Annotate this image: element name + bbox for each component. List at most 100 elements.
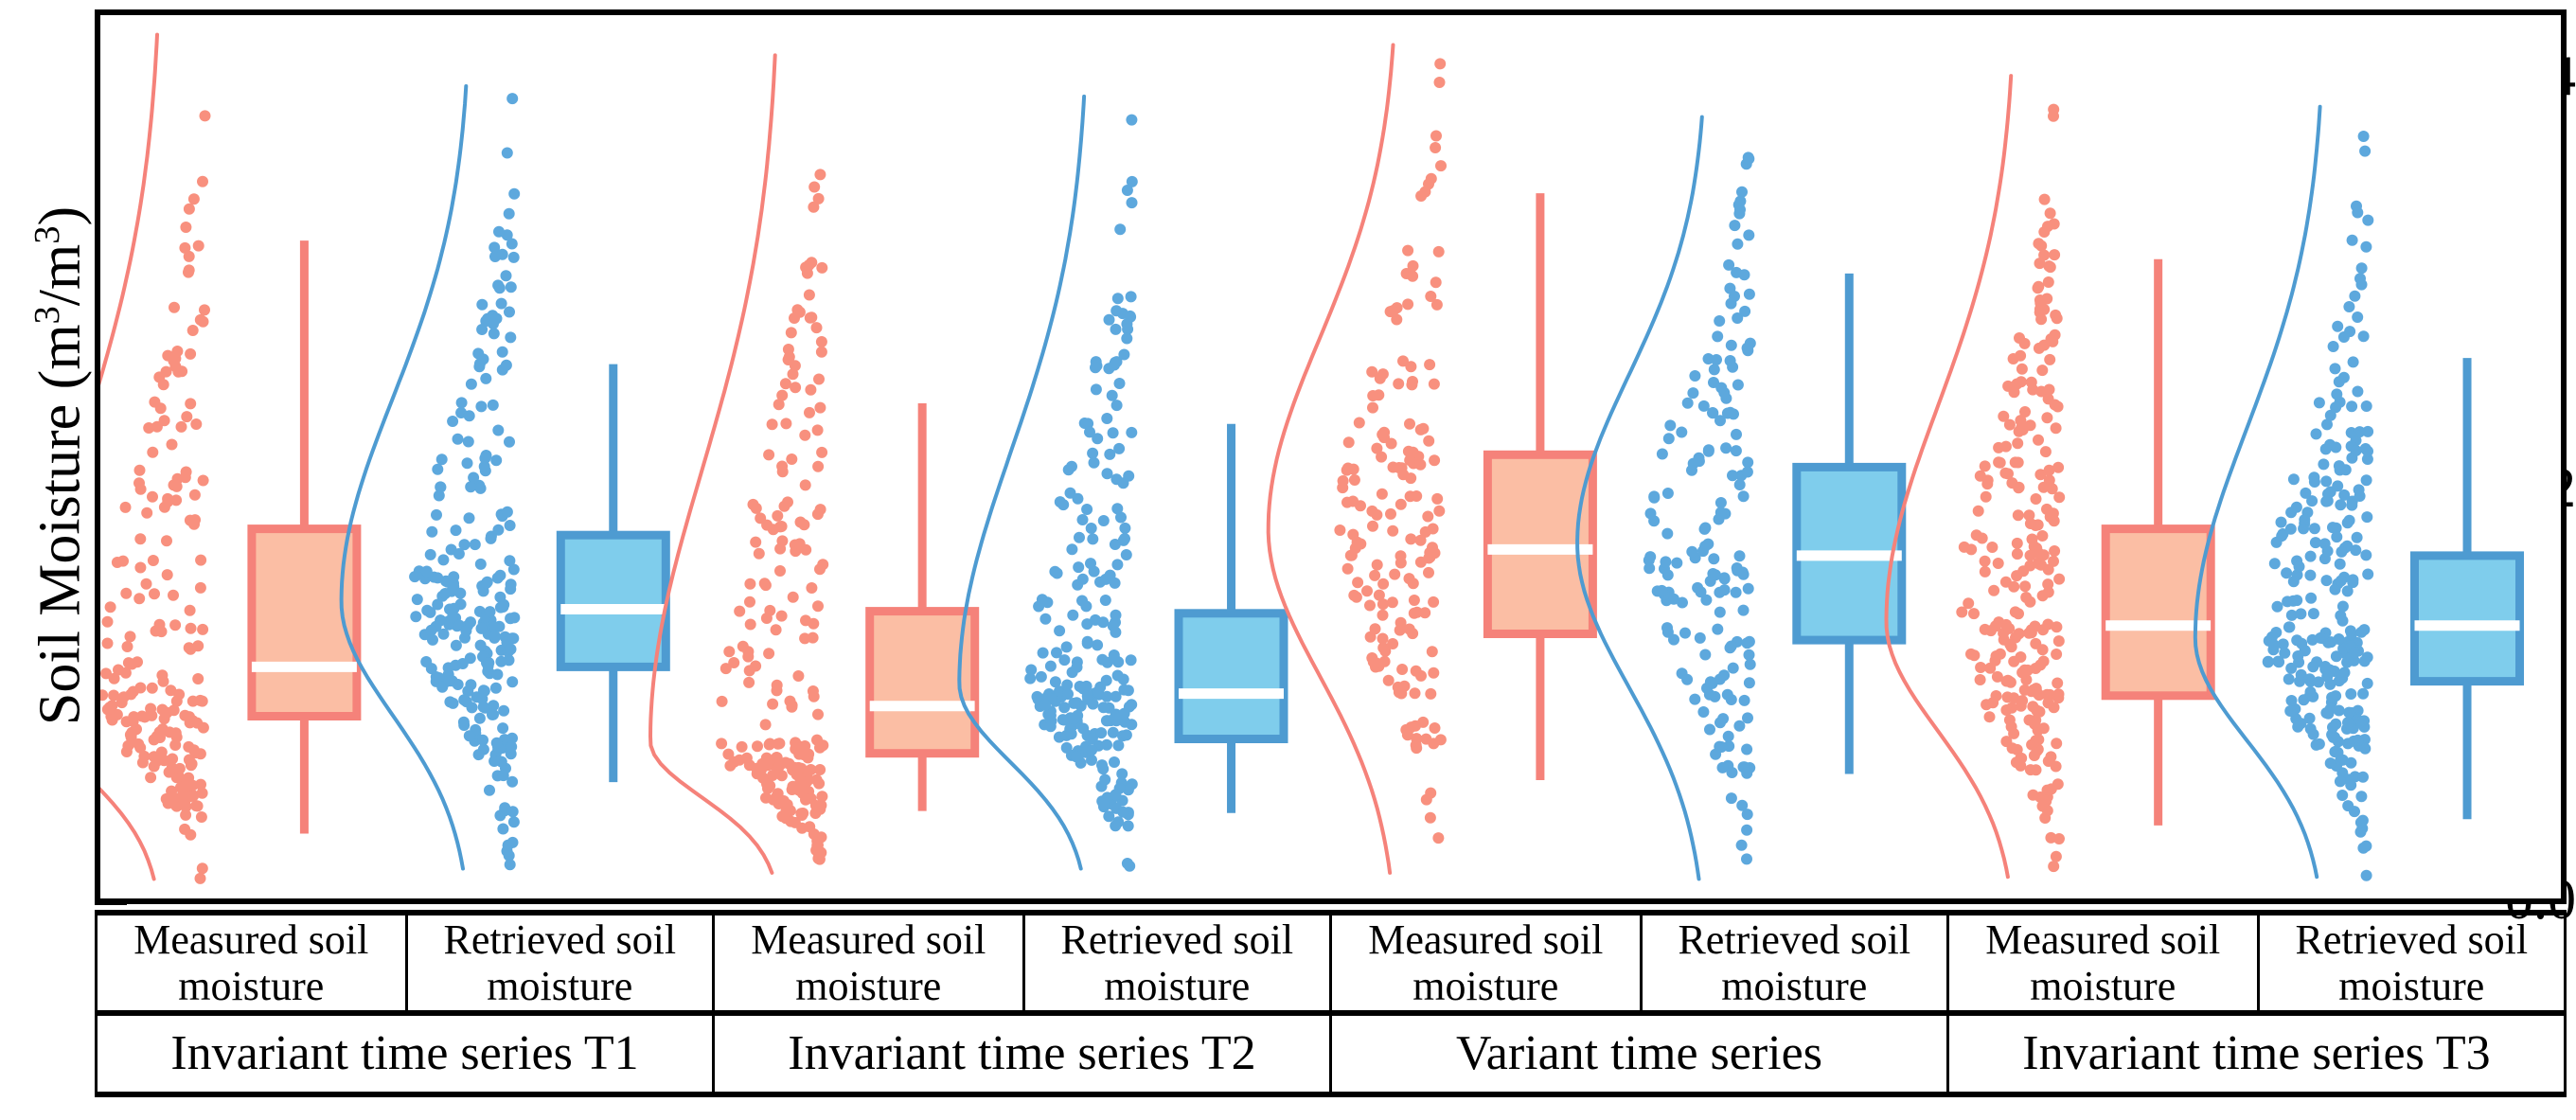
scatter-point xyxy=(1715,741,1728,753)
scatter-point xyxy=(169,361,182,373)
scatter-point xyxy=(1377,609,1389,621)
scatter-point xyxy=(180,809,192,821)
scatter-point xyxy=(505,613,517,625)
scatter-point xyxy=(496,248,508,260)
scatter-point xyxy=(2333,376,2345,388)
scatter-point xyxy=(2349,290,2361,302)
scatter-point xyxy=(1661,626,1674,638)
scatter-point xyxy=(1428,378,1440,390)
scatter-point xyxy=(1394,624,1406,636)
scatter-point xyxy=(148,751,160,763)
scatter-point xyxy=(2020,592,2033,603)
scatter-point xyxy=(2008,580,2020,593)
scatter-point xyxy=(435,481,447,493)
scatter-point xyxy=(461,457,473,470)
scatter-point xyxy=(1386,596,1398,609)
distribution-0 xyxy=(100,32,362,884)
scatter-point xyxy=(753,547,765,560)
scatter-point xyxy=(1430,298,1443,311)
scatter-point xyxy=(2329,363,2341,375)
scatter-point xyxy=(2042,578,2054,591)
scatter-point xyxy=(2043,383,2055,396)
scatter-point xyxy=(1660,556,1672,568)
scatter-point xyxy=(1387,461,1399,473)
scatter-point xyxy=(1420,733,1432,745)
scatter-point xyxy=(740,752,753,764)
scatter-point xyxy=(1725,694,1737,705)
scatter-point xyxy=(1123,470,1135,482)
scatter-point xyxy=(1107,427,1119,439)
scatter-point xyxy=(799,429,811,441)
scatter-point xyxy=(2295,668,2307,681)
scatter-point xyxy=(797,808,809,819)
scatter-point xyxy=(2004,676,2016,688)
scatter-point xyxy=(474,639,487,651)
scatter-point xyxy=(2315,631,2327,644)
scatter-point xyxy=(1427,523,1439,535)
scatter-point xyxy=(104,601,116,613)
scatter-point xyxy=(1404,418,1415,430)
scatter-point xyxy=(183,203,195,215)
scatter-point xyxy=(2023,627,2035,639)
scatter-point xyxy=(2036,590,2049,602)
scatter-point xyxy=(813,373,825,385)
scatter-point xyxy=(2034,258,2046,270)
scatter-point xyxy=(1742,582,1754,595)
scatter-point xyxy=(161,569,173,581)
scatter-point xyxy=(2049,399,2061,411)
scatter-point xyxy=(1109,577,1121,589)
scatter-point xyxy=(1066,460,1077,472)
scatter-point xyxy=(185,347,197,360)
scatter-point xyxy=(750,536,762,548)
scatter-point xyxy=(2033,342,2045,354)
scatter-point xyxy=(196,862,208,875)
scatter-point xyxy=(1039,613,1052,625)
scatter-point xyxy=(425,624,437,636)
scatter-point xyxy=(1999,440,2012,453)
scatter-point xyxy=(493,282,506,294)
scatter-point xyxy=(1068,697,1080,709)
scatter-point xyxy=(2271,600,2283,613)
scatter-point xyxy=(1718,584,1731,596)
scatter-point xyxy=(1414,534,1427,546)
scatter-point xyxy=(491,572,504,584)
scatter-point xyxy=(1341,562,1354,575)
scatter-point xyxy=(720,663,732,675)
scatter-point xyxy=(1998,633,2010,646)
scatter-point xyxy=(1414,458,1427,471)
scatter-point xyxy=(1709,690,1721,702)
scatter-point xyxy=(487,399,499,411)
scatter-point xyxy=(463,410,475,422)
box-iqr xyxy=(2410,551,2524,686)
scatter-point xyxy=(2030,493,2042,505)
scatter-point xyxy=(750,660,762,672)
scatter-point xyxy=(506,836,519,848)
scatter-point xyxy=(2052,778,2064,791)
scatter-point xyxy=(149,588,160,600)
scatter-point xyxy=(1058,702,1071,714)
scatter-point xyxy=(1068,713,1080,725)
scatter-point xyxy=(158,501,170,513)
scatter-point xyxy=(1741,809,1753,821)
scatter-point xyxy=(2327,721,2338,734)
scatter-point xyxy=(759,719,772,731)
scatter-point xyxy=(157,379,169,391)
violin-curve xyxy=(2193,104,2322,880)
scatter-point xyxy=(1364,599,1376,612)
scatter-point xyxy=(2044,207,2056,220)
scatter-point xyxy=(751,768,763,780)
scatter-point xyxy=(2336,614,2349,627)
scatter-point xyxy=(1727,470,1738,482)
scatter-point xyxy=(782,344,794,355)
scatter-point xyxy=(1426,646,1438,658)
scatter-point xyxy=(505,643,517,655)
scatter-point xyxy=(2287,473,2300,486)
scatter-point xyxy=(162,797,174,809)
scatter-point xyxy=(435,614,447,627)
scatter-point xyxy=(433,672,445,684)
scatter-point xyxy=(1668,593,1679,605)
scatter-point xyxy=(1371,559,1383,571)
scatter-point xyxy=(2030,520,2042,531)
col-label-5-l2: moisture xyxy=(1721,963,1868,1009)
scatter-point xyxy=(793,538,806,550)
